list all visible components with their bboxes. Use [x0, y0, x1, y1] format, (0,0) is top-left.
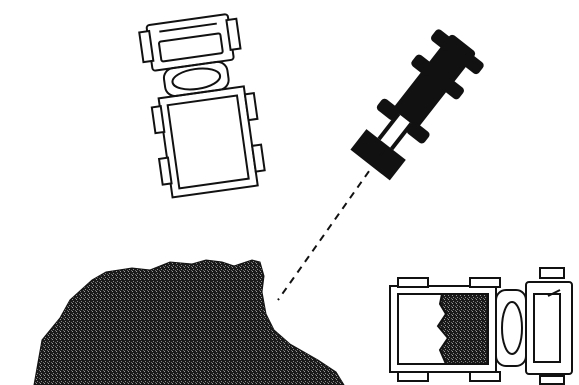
wheel-loader — [346, 25, 488, 183]
empty-dump-truck — [138, 12, 266, 199]
loaded-dump-truck — [390, 268, 572, 384]
loader-to-pile-connector — [278, 150, 384, 300]
loader-bucket — [350, 129, 405, 180]
loader-body — [392, 33, 476, 128]
truck-load — [438, 294, 488, 364]
material-pile — [34, 260, 344, 385]
